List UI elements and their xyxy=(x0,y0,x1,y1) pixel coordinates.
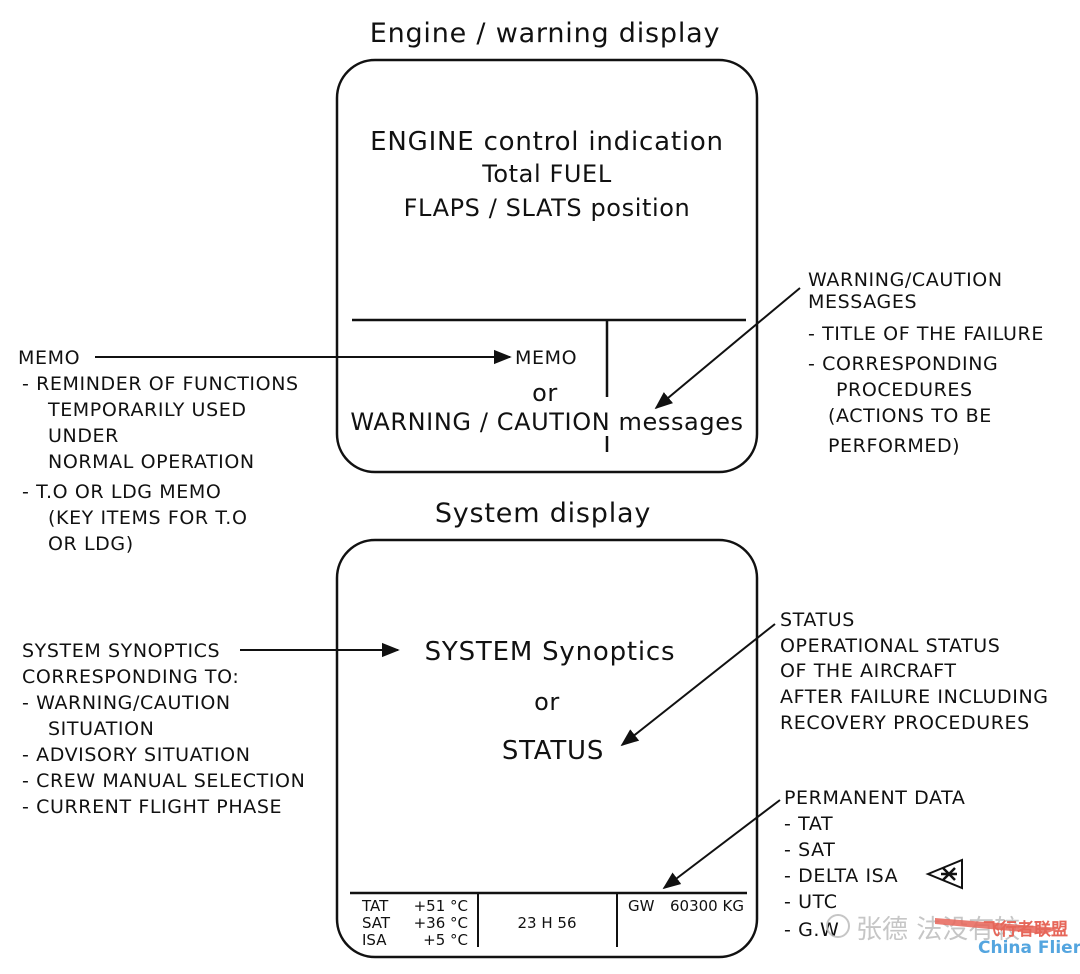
memo-note-line: - T.O OR LDG MEMO xyxy=(22,481,221,503)
tat-value: +51 °C xyxy=(414,897,468,915)
status-label: STATUS xyxy=(502,736,604,766)
warning-note-line: MESSAGES xyxy=(808,291,917,313)
status-note-line: STATUS xyxy=(780,609,855,631)
system-synoptics-label: SYSTEM Synoptics xyxy=(425,637,676,667)
synoptics-note-line: - ADVISORY SITUATION xyxy=(22,744,251,766)
permanent-note-line: - TAT xyxy=(784,813,833,835)
synoptics-note: CORRESPONDING TO: - WARNING/CAUTION SITU… xyxy=(22,666,305,818)
isa-value: +5 °C xyxy=(423,931,468,949)
watermark-plane-icon xyxy=(935,918,1060,934)
system-display-frame xyxy=(335,538,759,959)
synoptics-note-line: CORRESPONDING TO: xyxy=(22,666,239,688)
engine-display-title: Engine / warning display xyxy=(370,18,721,49)
memo-note-heading: MEMO xyxy=(18,347,80,369)
warning-caution-messages: WARNING / CAUTION messages xyxy=(350,408,743,436)
flaps-slats-line: FLAPS / SLATS position xyxy=(404,194,691,222)
status-note-line: OPERATIONAL STATUS xyxy=(780,635,1000,657)
system-or-label: or xyxy=(534,688,560,716)
warning-note-line: (ACTIONS TO BE xyxy=(828,405,992,427)
warning-note-line: WARNING/CAUTION xyxy=(808,269,1003,291)
warning-note-line: PERFORMED) xyxy=(828,435,960,457)
permanent-note-line: - DELTA ISA xyxy=(784,865,898,887)
watermark-brand-en: China Flier xyxy=(978,938,1080,958)
synoptics-note-line: - CURRENT FLIGHT PHASE xyxy=(22,796,282,818)
tat-label: TAT xyxy=(361,897,389,915)
total-fuel-line: Total FUEL xyxy=(481,160,612,188)
status-note-line: AFTER FAILURE INCLUDING xyxy=(780,686,1049,708)
system-display-title: System display xyxy=(435,498,651,529)
warning-arrow xyxy=(654,287,801,410)
memo-note-line: UNDER xyxy=(48,425,119,447)
permanent-note-line: - UTC xyxy=(784,891,838,913)
delta-isa-pointer-icon xyxy=(925,858,963,890)
warning-note-line: - CORRESPONDING xyxy=(808,353,998,375)
engine-display-frame xyxy=(335,58,759,474)
gw-label: GW xyxy=(628,897,655,915)
engine-control-line: ENGINE control indication xyxy=(370,127,724,157)
isa-label: ISA xyxy=(362,931,387,949)
sat-label: SAT xyxy=(362,914,391,932)
watermark-logo-icon xyxy=(826,914,850,938)
status-note: STATUS OPERATIONAL STATUS OF THE AIRCRAF… xyxy=(780,609,1049,734)
permanent-arrow xyxy=(662,799,781,890)
sat-value: +36 °C xyxy=(414,914,468,932)
status-arrow xyxy=(620,623,776,747)
warning-note-line: PROCEDURES xyxy=(836,379,973,401)
memo-note-line: TEMPORARILY USED xyxy=(47,399,247,421)
status-note-line: RECOVERY PROCEDURES xyxy=(780,712,1030,734)
memo-note: - REMINDER OF FUNCTIONS TEMPORARILY USED… xyxy=(22,373,299,555)
memo-inner-label: MEMO xyxy=(515,347,577,369)
synoptics-note-line: SITUATION xyxy=(48,718,154,740)
warning-note-line: - TITLE OF THE FAILURE xyxy=(808,323,1044,345)
watermark: 张德 法没有较 飞行者联盟 China Flier xyxy=(826,914,1080,958)
synoptics-note-line: - CREW MANUAL SELECTION xyxy=(22,770,305,792)
gw-value: 60300 KG xyxy=(670,897,744,915)
synoptics-note-heading: SYSTEM SYNOPTICS xyxy=(22,640,220,662)
permanent-note-line: - G.W xyxy=(784,919,839,941)
watermark-brand-cn: 飞行者联盟 xyxy=(983,919,1068,940)
memo-note-line: (KEY ITEMS FOR T.O xyxy=(48,507,248,529)
memo-note-line: OR LDG) xyxy=(48,533,134,555)
permanent-note-line: PERMANENT DATA xyxy=(784,787,965,809)
permanent-note-line: - SAT xyxy=(784,839,835,861)
status-note-line: OF THE AIRCRAFT xyxy=(780,660,957,682)
permanent-note: PERMANENT DATA - TAT - SAT - DELTA ISA -… xyxy=(784,787,965,941)
warning-note: WARNING/CAUTION MESSAGES - TITLE OF THE … xyxy=(808,269,1044,457)
engine-or-label: or xyxy=(532,379,558,407)
memo-note-line: NORMAL OPERATION xyxy=(48,451,255,473)
utc-value: 23 H 56 xyxy=(518,914,577,932)
memo-note-line: - REMINDER OF FUNCTIONS xyxy=(22,373,299,395)
synoptics-note-line: - WARNING/CAUTION xyxy=(22,692,231,714)
